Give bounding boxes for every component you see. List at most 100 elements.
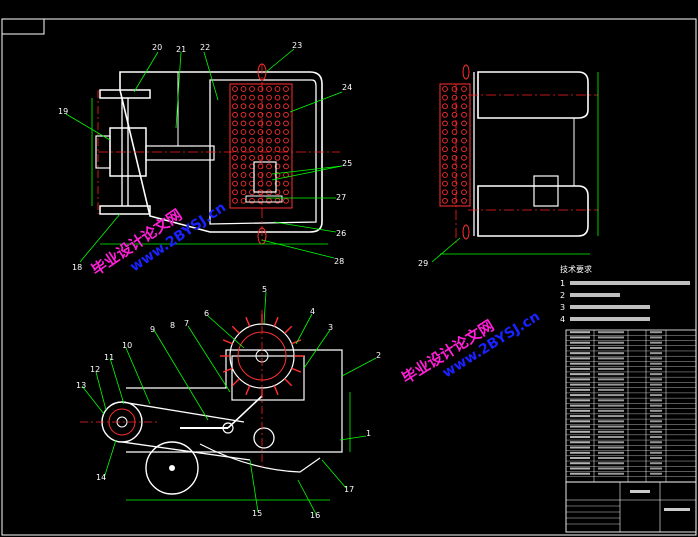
parts-table-rows [566, 330, 696, 482]
seed-hole [266, 103, 272, 110]
gear-tooth [291, 339, 302, 345]
parts-cell-mark [598, 415, 624, 418]
callout-1: 1 [366, 429, 371, 438]
callout-labels: 20 21 22 23 24 25 27 26 28 19 18 29 1 2 … [58, 41, 428, 520]
parts-cell-mark [570, 409, 590, 412]
seed-hole [232, 146, 238, 153]
parts-cell-mark [570, 456, 590, 459]
side-upper-hopper [477, 71, 589, 119]
seed-hole [240, 180, 247, 187]
seed-hole [283, 154, 289, 161]
side-seed-hole [442, 94, 448, 101]
note-index: 3 [560, 303, 565, 312]
seed-hole [249, 111, 255, 118]
crank-pivot [222, 422, 234, 434]
parts-cell-mark [650, 404, 662, 407]
ground-wheel-hub [169, 465, 175, 471]
seed-hole [257, 172, 264, 178]
parts-cell-mark [598, 404, 624, 407]
side-seed-hole [451, 86, 458, 92]
callout-10: 10 [122, 341, 132, 350]
parts-cell-mark [598, 362, 624, 365]
plan-view [91, 63, 340, 245]
parts-cell-mark [650, 467, 662, 470]
side-seed-hole [442, 86, 448, 92]
callout-22: 22 [200, 43, 210, 52]
side-seed-hole [451, 137, 458, 144]
parts-cell-mark [570, 399, 590, 402]
note-text-bar [570, 317, 650, 321]
seed-hole [274, 111, 281, 118]
callout-17: 17 [344, 485, 354, 494]
parts-cell-mark [650, 388, 662, 391]
parts-cell-mark [570, 451, 590, 454]
seed-hole [249, 120, 255, 127]
side-seed-hole [461, 94, 467, 101]
parts-cell-mark [650, 409, 662, 412]
seed-hole [266, 86, 272, 92]
parts-cell-mark [598, 399, 624, 402]
gear-tooth [245, 316, 251, 327]
notes-heading: 技术要求 [560, 264, 592, 274]
side-seed-hole [461, 129, 467, 135]
gear-tooth [222, 339, 233, 345]
drive-shaft [145, 145, 215, 161]
seed-hole [232, 163, 238, 170]
parts-cell-mark [598, 441, 624, 444]
gear-tooth [245, 385, 251, 396]
title-block [565, 481, 697, 533]
parts-cell-mark [598, 373, 624, 376]
callout-21: 21 [176, 45, 186, 54]
title-tab [1, 18, 45, 35]
seed-hole [240, 103, 247, 110]
ground-wheel [145, 441, 199, 495]
seed-hole [240, 129, 247, 135]
parts-cell-mark [598, 420, 624, 423]
title-block-cells [566, 490, 690, 525]
parts-cell-mark [570, 362, 590, 365]
seed-hole [266, 197, 272, 204]
parts-cell-mark [650, 367, 662, 370]
seed-hole [274, 129, 281, 135]
seed-hole [257, 163, 264, 170]
parts-cell-mark [598, 383, 624, 386]
seed-hole [232, 189, 238, 196]
note-index: 1 [560, 279, 565, 288]
seed-hole [274, 197, 281, 204]
callout-7: 7 [184, 319, 189, 328]
note-index: 4 [560, 315, 565, 324]
side-lower-hopper [477, 185, 589, 237]
parts-cell-mark [570, 336, 590, 339]
parts-cell-mark [650, 346, 662, 349]
parts-cell-mark [650, 462, 662, 465]
callout-12: 12 [90, 365, 100, 374]
side-seed-hole [461, 180, 467, 187]
parts-cell-mark [598, 409, 624, 412]
side-seed-hole [451, 180, 458, 187]
side-seed-hole [442, 180, 448, 187]
side-seed-hole [461, 189, 467, 196]
seed-hole [249, 86, 255, 92]
parts-cell-mark [570, 383, 590, 386]
parts-cell-mark [570, 341, 590, 344]
side-seed-hole [461, 154, 467, 161]
parts-cell-mark [650, 362, 662, 365]
side-view [439, 64, 599, 255]
callout-28: 28 [334, 257, 344, 266]
seed-hole [274, 180, 281, 187]
seed-hole [257, 103, 264, 110]
side-seed-hole [442, 146, 448, 153]
side-seed-hole [451, 189, 458, 196]
seed-hole [240, 172, 247, 178]
side-seed-hole [442, 129, 448, 135]
callout-4: 4 [310, 307, 315, 316]
parts-cell-mark [598, 352, 624, 355]
side-seed-hole [451, 172, 458, 178]
seed-hole [240, 94, 247, 101]
wheel-top [99, 89, 151, 99]
seed-hole [274, 172, 281, 178]
parts-list [565, 329, 697, 483]
side-seed-hole [451, 120, 458, 127]
parts-cell-mark [570, 346, 590, 349]
